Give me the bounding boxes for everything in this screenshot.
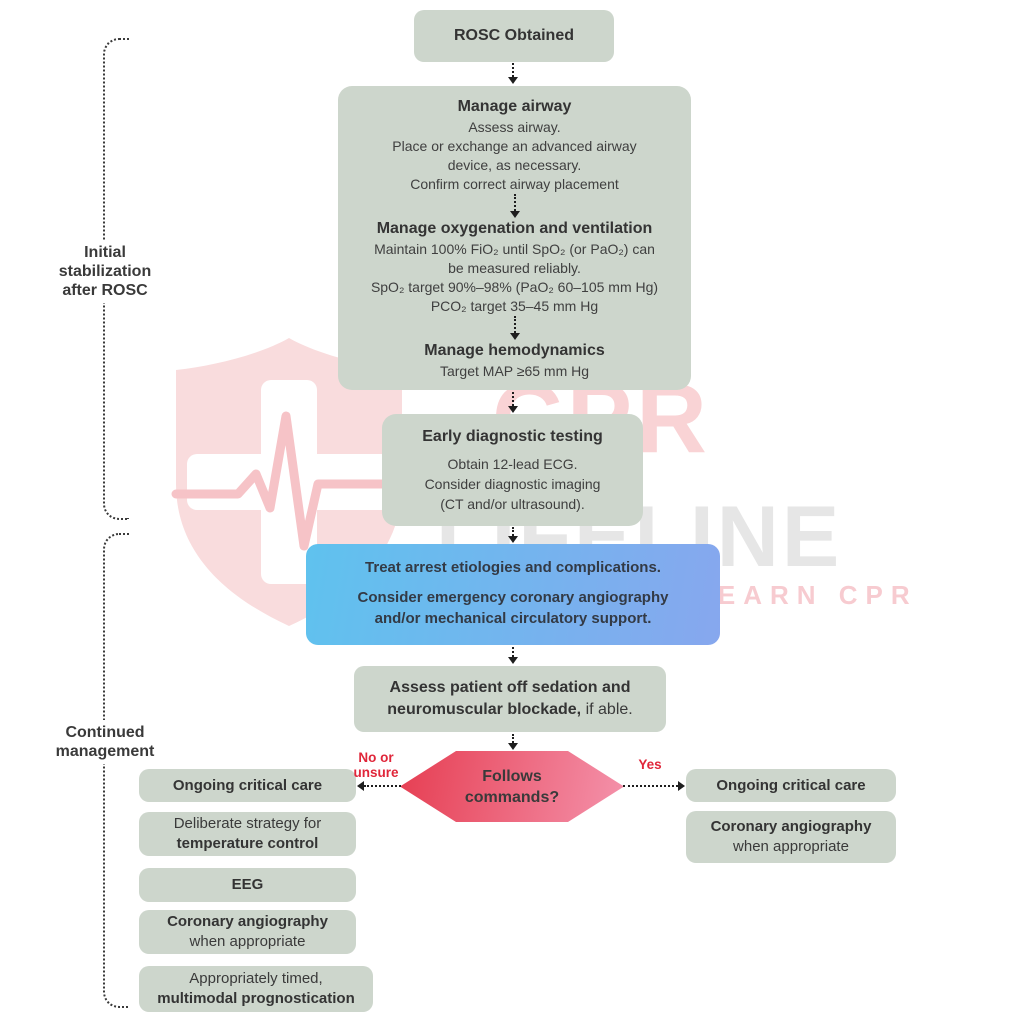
arrow-decision-yes — [623, 781, 685, 791]
arrowhead-down-icon — [508, 536, 518, 543]
left-outcome-coronary-angiography: Coronary angiography when appropriate — [139, 910, 356, 954]
arrow-assess-to-decision — [507, 734, 519, 750]
watermark-tagline-text: LEARN CPR — [694, 580, 918, 610]
arrow-stabilization-to-diagnostics — [507, 392, 519, 413]
phase-bracket-continued — [103, 533, 129, 1008]
right-outcome-coronary-angiography: Coronary angiography when appropriate — [686, 811, 896, 863]
arrowhead-right-icon — [678, 781, 685, 791]
left-outcome-temperature-control: Deliberate strategy for temperature cont… — [139, 812, 356, 856]
left-outcome-ongoing-critical-care: Ongoing critical care — [139, 769, 356, 802]
left-outcome-eeg: EEG — [139, 868, 356, 902]
node-early-diagnostic-testing: Early diagnostic testing Obtain 12-lead … — [382, 414, 643, 526]
section-manage-airway: Manage airway Assess airway. Place or ex… — [338, 96, 691, 194]
left-outcome-multimodal-prognostication: Appropriately timed, multimodal prognost… — [139, 966, 373, 1012]
arrow-oxygenation-to-hemodynamics — [509, 316, 521, 340]
arrow-decision-no — [357, 781, 401, 791]
node-treat-etiologies: Treat arrest etiologies and complication… — [306, 544, 720, 645]
arrow-rosc-to-stabilization — [507, 63, 519, 84]
section-manage-hemodynamics: Manage hemodynamics Target MAP ≥65 mm Hg — [338, 340, 691, 381]
phase-label-continued-management: Continued management — [30, 720, 180, 764]
arrowhead-down-icon — [509, 211, 520, 218]
arrow-diagnostics-to-treat — [507, 527, 519, 543]
arrowhead-down-icon — [508, 406, 518, 413]
decision-follows-commands: Follows commands? — [400, 751, 624, 822]
node-rosc-obtained: ROSC Obtained — [414, 10, 614, 62]
cpr-shield-watermark-icon — [166, 332, 412, 635]
section-heading: Manage hemodynamics — [424, 342, 605, 359]
arrowhead-down-icon — [508, 657, 518, 664]
arrowhead-down-icon — [508, 77, 518, 84]
arrowhead-down-icon — [509, 333, 520, 340]
right-outcome-ongoing-critical-care: Ongoing critical care — [686, 769, 896, 802]
arrowhead-left-icon — [357, 781, 364, 791]
arrow-treat-to-assess — [507, 647, 519, 664]
node-initial-stabilization: Manage airway Assess airway. Place or ex… — [338, 86, 691, 390]
section-heading: Manage oxygenation and ventilation — [376, 220, 653, 237]
arrowhead-down-icon — [508, 743, 518, 750]
section-heading: Manage airway — [457, 98, 572, 115]
arrow-airway-to-oxygenation — [509, 194, 521, 218]
section-manage-oxygenation: Manage oxygenation and ventilation Maint… — [338, 218, 691, 316]
branch-label-no-or-unsure: No or unsure — [353, 750, 399, 780]
branch-label-yes: Yes — [638, 757, 662, 772]
node-heading: Early diagnostic testing — [422, 428, 603, 445]
node-assess-off-sedation: Assess patient off sedation and neuromus… — [354, 666, 666, 732]
node-rosc-obtained-label: ROSC Obtained — [453, 27, 574, 44]
phase-label-initial-stabilization: Initial stabilization after ROSC — [30, 240, 180, 303]
